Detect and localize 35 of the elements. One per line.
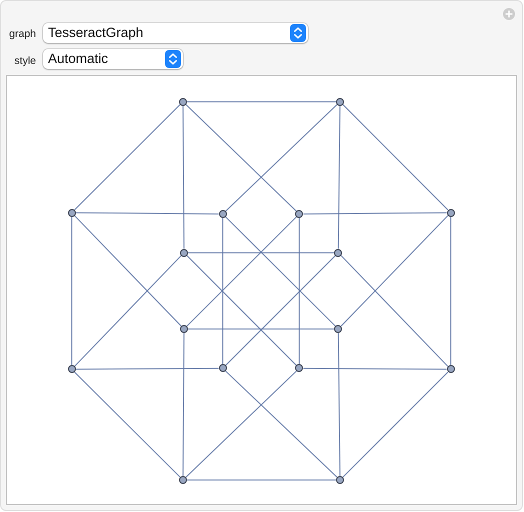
graph-edge: [225, 370, 338, 478]
graph-edge: [302, 212, 448, 214]
graph-edge: [74, 372, 181, 478]
graph-edge: [338, 105, 340, 250]
graph-edge: [185, 370, 297, 478]
field-label: style: [13, 55, 36, 67]
graph-edge: [222, 218, 224, 365]
graph-edge: [225, 104, 338, 212]
graph-edge: [338, 332, 340, 476]
graph-edge: [75, 212, 220, 214]
graph-edge: [74, 104, 181, 210]
dropdown: TesseractGraph: [43, 23, 308, 43]
graph-edge: [74, 215, 182, 327]
graph-edge: [340, 215, 448, 327]
graph-edge: [450, 216, 452, 366]
field-label: graph: [8, 28, 36, 40]
dropdown: Automatic: [43, 49, 183, 69]
graph-edge: [182, 105, 184, 250]
graph-edge: [186, 255, 297, 366]
graph-edge: [186, 216, 297, 327]
graph-edge: [185, 104, 297, 212]
graph-edge: [225, 255, 336, 366]
graph-edge: [342, 372, 448, 478]
graph-edge: [75, 368, 220, 370]
graph-edge: [188, 252, 335, 254]
graph-edge: [298, 218, 300, 365]
graph-edge: [340, 255, 448, 367]
graph-edge: [342, 104, 448, 210]
graph-edge: [71, 216, 72, 366]
graph-edge: [186, 101, 336, 102]
graph-edge: [182, 332, 184, 476]
graph-edge: [74, 255, 182, 367]
graph-edge: [302, 368, 448, 370]
graph-edge: [225, 216, 336, 327]
graph-edge: [188, 328, 335, 330]
